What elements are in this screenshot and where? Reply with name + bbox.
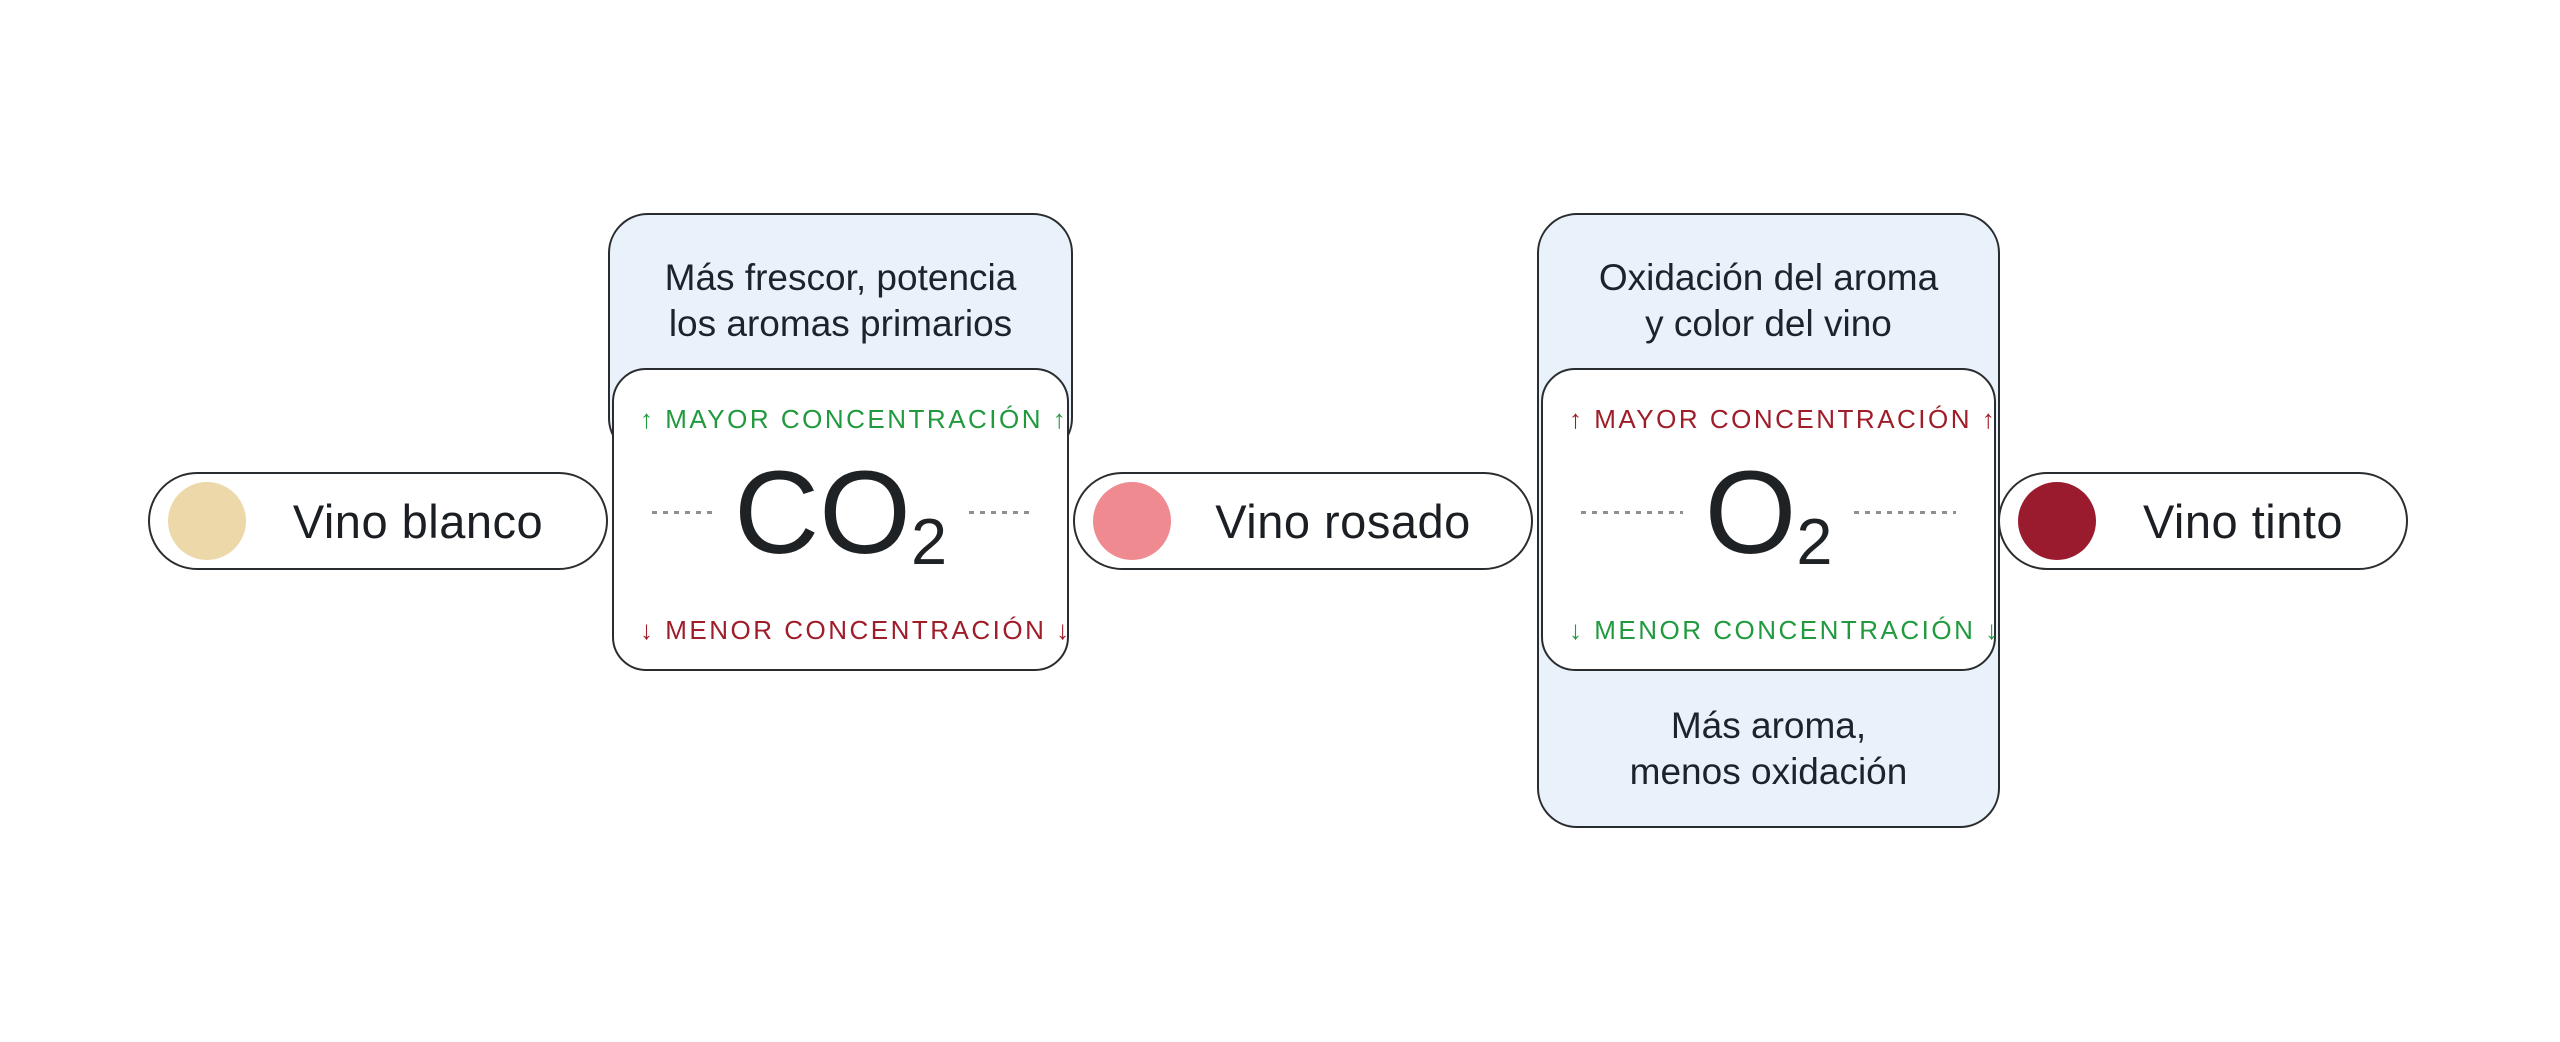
co2-formula-subscript: 2 [910, 505, 948, 579]
gas-card-co2: Más frescor, potencia los aromas primari… [608, 213, 1073, 671]
co2-top-note: Más frescor, potencia los aromas primari… [608, 223, 1073, 378]
o2-top-note-line2: y color del vino [1645, 302, 1892, 344]
wine-label-blanco: Vino blanco [292, 494, 544, 548]
wine-color-dot-tinto [2018, 482, 2096, 560]
gas-card-o2: Oxidación del aroma y color del vino ↑ M… [1537, 213, 2000, 828]
dotted-connector-left [1581, 511, 1683, 514]
o2-formula-subscript: 2 [1796, 505, 1833, 579]
o2-top-note: Oxidación del aroma y color del vino [1537, 223, 2000, 378]
co2-gas-row: CO2 [640, 434, 1041, 615]
wine-label-tinto: Vino tinto [2142, 494, 2344, 548]
o2-menor-concentration-label: ↓ MENOR CONCENTRACIÓN ↓ [1569, 615, 2001, 645]
wine-label-rosado: Vino rosado [1215, 494, 1471, 548]
co2-menor-concentration-label: ↓ MENOR CONCENTRACIÓN ↓ [640, 615, 1072, 645]
co2-top-note-line1: Más frescor, potencia [664, 257, 1017, 299]
o2-formula: O2 [1695, 454, 1843, 575]
wine-pill-rosado: Vino rosado [1073, 472, 1533, 570]
o2-bottom-note-line2: menos oxidación [1629, 750, 1908, 792]
o2-mayor-concentration-label: ↑ MAYOR CONCENTRACIÓN ↑ [1569, 404, 1998, 434]
o2-formula-text: O [1704, 446, 1797, 579]
co2-top-note-line2: los aromas primarios [668, 302, 1013, 344]
co2-formula-text: CO [733, 446, 911, 579]
wine-color-dot-blanco [168, 482, 246, 560]
wine-pill-tinto: Vino tinto [1998, 472, 2408, 570]
o2-concentration-panel: ↑ MAYOR CONCENTRACIÓN ↑ O2 ↓ MENOR CONCE… [1541, 368, 2001, 671]
dotted-connector-right [1854, 511, 1957, 514]
wine-pill-blanco: Vino blanco [148, 472, 608, 570]
wine-color-dot-rosado [1093, 482, 1171, 560]
o2-bottom-note-line1: Más aroma, [1670, 705, 1867, 747]
o2-top-note-line1: Oxidación del aroma [1598, 257, 1939, 299]
o2-gas-row: O2 [1569, 434, 1968, 615]
o2-bottom-note: Más aroma, menos oxidación [1537, 671, 2000, 826]
co2-concentration-panel: ↑ MAYOR CONCENTRACIÓN ↑ CO2 ↓ MENOR CONC… [612, 368, 1069, 671]
co2-formula: CO2 [724, 454, 957, 575]
dotted-connector-left [652, 511, 712, 514]
dotted-connector-right [969, 511, 1029, 514]
co2-mayor-concentration-label: ↑ MAYOR CONCENTRACIÓN ↑ [640, 404, 1069, 434]
